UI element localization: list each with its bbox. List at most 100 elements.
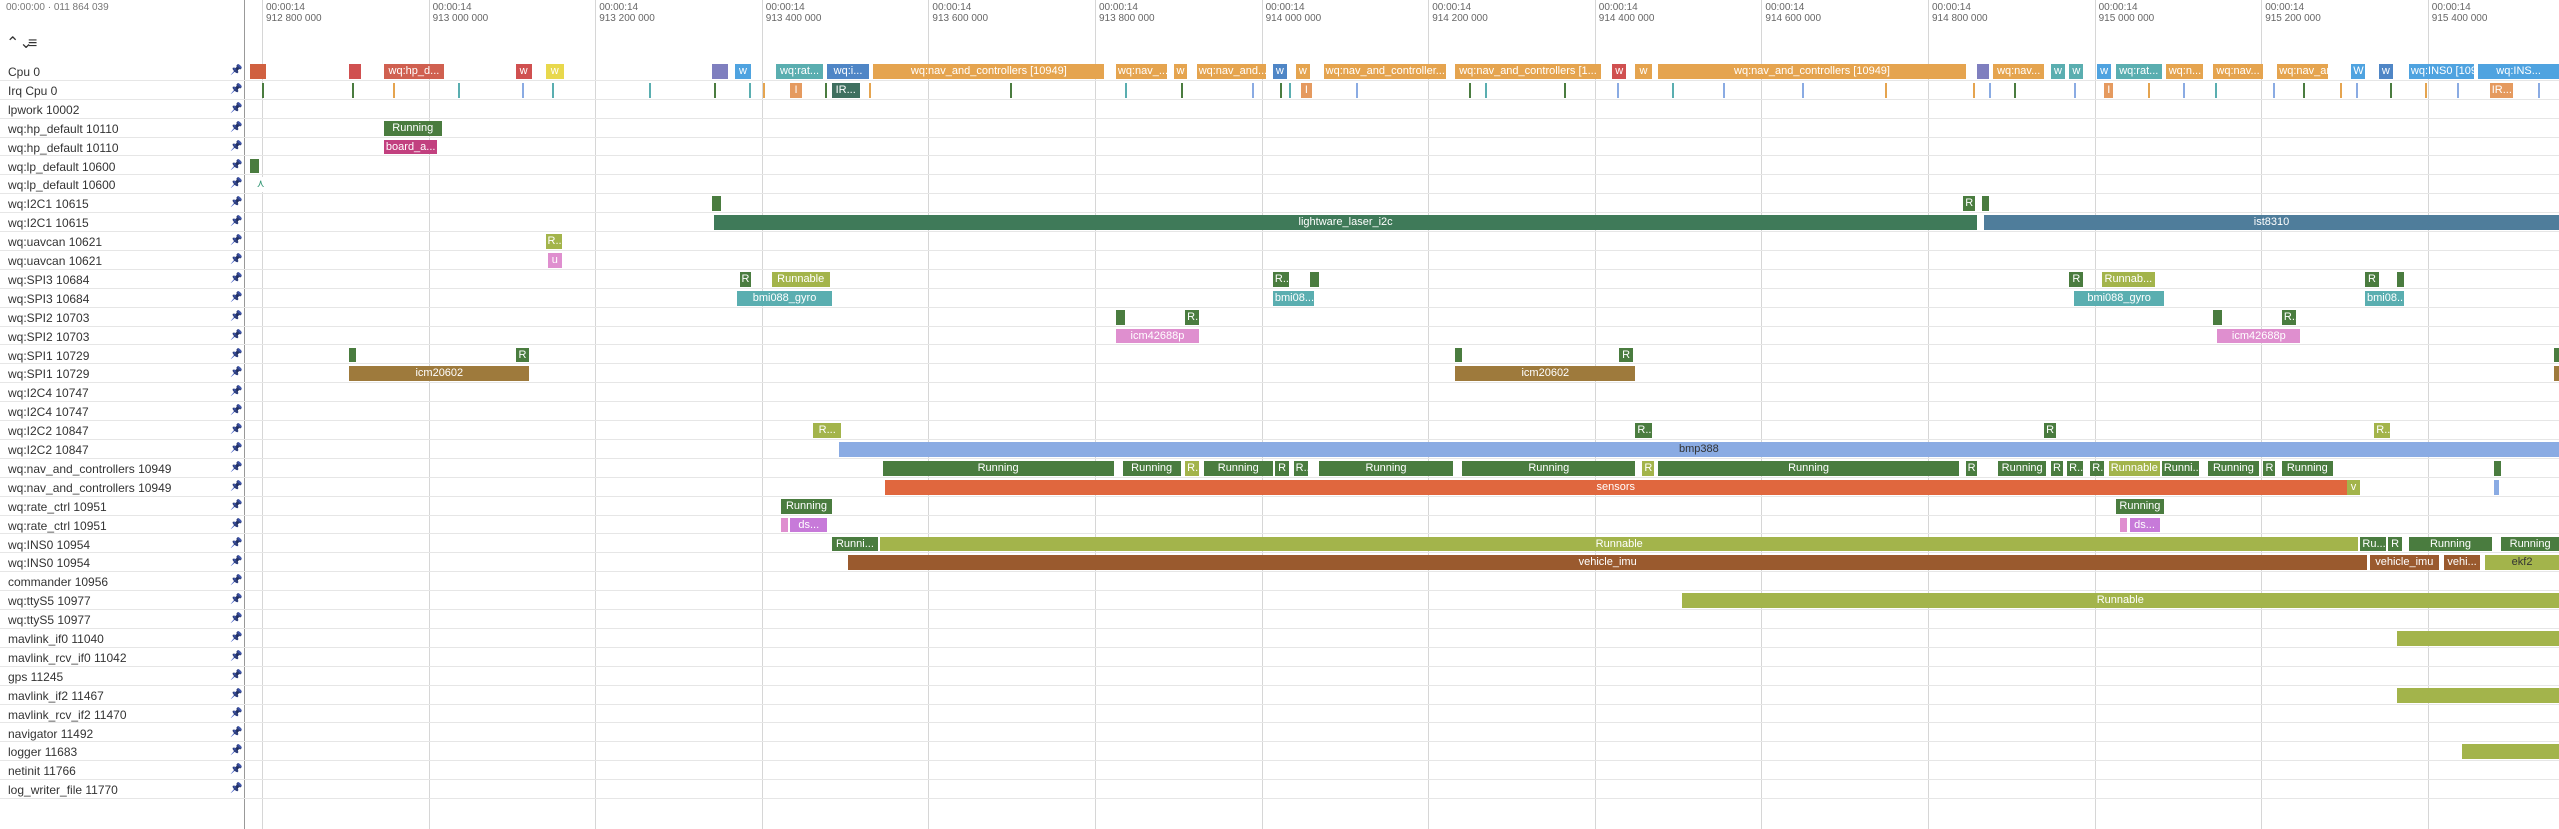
track-row[interactable]: mavlink_if2 11467📌 <box>0 686 2559 705</box>
trace-slice[interactable]: w <box>1295 64 1310 79</box>
track-lane[interactable]: R... <box>250 232 2559 251</box>
irq-marker[interactable] <box>2014 82 2017 98</box>
trace-slice[interactable]: wq:INS0 [109... <box>2408 64 2474 79</box>
track-row[interactable]: wq:I2C2 10847📌R...R...RR... <box>0 421 2559 440</box>
pin-icon[interactable]: 📌 <box>230 783 243 795</box>
track-lane[interactable] <box>250 686 2559 705</box>
pin-icon[interactable]: 📌 <box>230 688 243 700</box>
irq-marker[interactable] <box>1616 82 1619 98</box>
trace-slice[interactable]: R... <box>2067 460 2084 476</box>
irq-marker[interactable] <box>2339 82 2342 98</box>
trace-slice[interactable]: Running <box>1997 460 2047 476</box>
irq-marker[interactable] <box>1801 82 1804 98</box>
trace-slice[interactable]: wq:nav... <box>1993 64 2045 79</box>
irq-marker[interactable] <box>393 82 396 98</box>
trace-slice[interactable]: R... <box>2374 423 2391 438</box>
trace-slice[interactable]: bmp388 <box>838 442 2559 457</box>
track-row[interactable]: log_writer_file 11770📌 <box>0 780 2559 800</box>
irq-marker[interactable] <box>457 82 460 98</box>
irq-marker[interactable] <box>1356 82 1358 98</box>
trace-slice[interactable] <box>711 64 728 79</box>
track-lane[interactable]: ds...ds... <box>250 516 2559 535</box>
trace-slice[interactable]: Ru... <box>2360 536 2386 552</box>
track-lane[interactable]: Running <box>250 119 2559 138</box>
irq-marker[interactable] <box>1469 82 1472 98</box>
pin-icon[interactable]: 📌 <box>230 386 243 398</box>
trace-slice[interactable]: R... <box>1185 460 1199 476</box>
track-lane[interactable] <box>250 100 2559 119</box>
trace-slice[interactable]: R <box>1963 196 1975 212</box>
trace-slice[interactable]: R... <box>2281 309 2296 325</box>
trace-slice[interactable] <box>2397 631 2559 646</box>
pin-icon[interactable]: 📌 <box>230 367 243 379</box>
irq-marker[interactable] <box>1279 82 1282 98</box>
track-row[interactable]: wq:hp_default 10110📌board_a... <box>0 138 2559 157</box>
trace-slice[interactable]: Running <box>383 120 442 136</box>
trace-slice[interactable]: u <box>547 253 562 268</box>
track-lane[interactable] <box>250 572 2559 591</box>
trace-slice[interactable]: w <box>515 64 532 79</box>
trace-slice[interactable]: wq:i... <box>827 64 869 79</box>
irq-marker[interactable] <box>2147 82 2150 98</box>
irq-marker[interactable] <box>552 82 555 98</box>
irq-marker[interactable] <box>1485 82 1488 98</box>
pin-icon[interactable]: 📌 <box>230 669 243 681</box>
trace-slice[interactable]: icm20602 <box>349 366 530 382</box>
trace-slice[interactable]: Running <box>781 498 832 514</box>
track-row[interactable]: logger 11683📌 <box>0 742 2559 762</box>
pin-icon[interactable]: 📌 <box>230 254 243 265</box>
track-lane[interactable]: R <box>250 194 2559 213</box>
pin-icon[interactable]: 📌 <box>230 594 243 606</box>
pin-icon[interactable]: 📌 <box>230 499 243 511</box>
irq-marker[interactable] <box>2390 82 2393 98</box>
trace-slice[interactable]: Runni... <box>2161 460 2199 476</box>
trace-slice[interactable]: bmi08... <box>2365 290 2405 306</box>
pin-icon[interactable]: 📌 <box>230 310 243 322</box>
pin-icon[interactable]: 📌 <box>230 613 243 625</box>
irq-marker[interactable] <box>1252 82 1255 98</box>
track-row[interactable]: navigator 11492📌 <box>0 724 2559 743</box>
trace-slice[interactable]: vehicle_imu <box>2369 555 2439 571</box>
trace-slice[interactable]: W <box>2351 64 2366 79</box>
trace-slice[interactable]: Running <box>2408 536 2493 552</box>
track-row[interactable]: netinit 11766📌 <box>0 761 2559 781</box>
trace-slice[interactable]: bmi08... <box>1272 290 1315 306</box>
trace-slice[interactable] <box>349 64 361 79</box>
trace-slice[interactable]: wq:rat... <box>2115 64 2162 79</box>
trace-slice[interactable] <box>1115 309 1126 325</box>
trace-slice[interactable]: lightware_laser_i2c <box>714 215 1978 231</box>
trace-slice[interactable] <box>2397 271 2405 287</box>
pin-icon[interactable]: 📌 <box>230 178 243 190</box>
trace-slice[interactable]: Running <box>1122 460 1181 476</box>
track-lane[interactable]: R...R...RR... <box>250 421 2559 440</box>
pin-icon[interactable]: 📌 <box>230 83 243 95</box>
trace-slice[interactable]: R <box>1619 347 1634 363</box>
track-row[interactable]: commander 10956📌 <box>0 572 2559 592</box>
pin-icon[interactable]: 📌 <box>230 726 243 738</box>
track-lane[interactable] <box>250 157 2559 176</box>
trace-slice[interactable]: I <box>1300 82 1313 98</box>
track-lane[interactable] <box>250 742 2559 761</box>
trace-slice[interactable]: icm42688p <box>2217 328 2301 344</box>
irq-marker[interactable] <box>1009 82 1012 98</box>
track-lane[interactable]: u <box>250 251 2559 270</box>
trace-slice[interactable]: Running <box>1203 460 1273 476</box>
trace-slice[interactable]: R <box>2051 460 2063 476</box>
pin-icon[interactable]: 📌 <box>230 235 243 247</box>
trace-slice[interactable] <box>2554 347 2559 363</box>
trace-slice[interactable]: wq:rat... <box>776 64 823 79</box>
trace-slice[interactable]: Runnab... <box>2101 271 2155 287</box>
track-lane[interactable] <box>250 667 2559 686</box>
trace-slice[interactable]: w <box>2097 64 2112 79</box>
expand-collapse-icon[interactable]: ⌃⌄ <box>6 35 33 52</box>
trace-slice[interactable]: Runni... <box>831 536 879 552</box>
trace-slice[interactable]: I <box>2104 82 2114 98</box>
